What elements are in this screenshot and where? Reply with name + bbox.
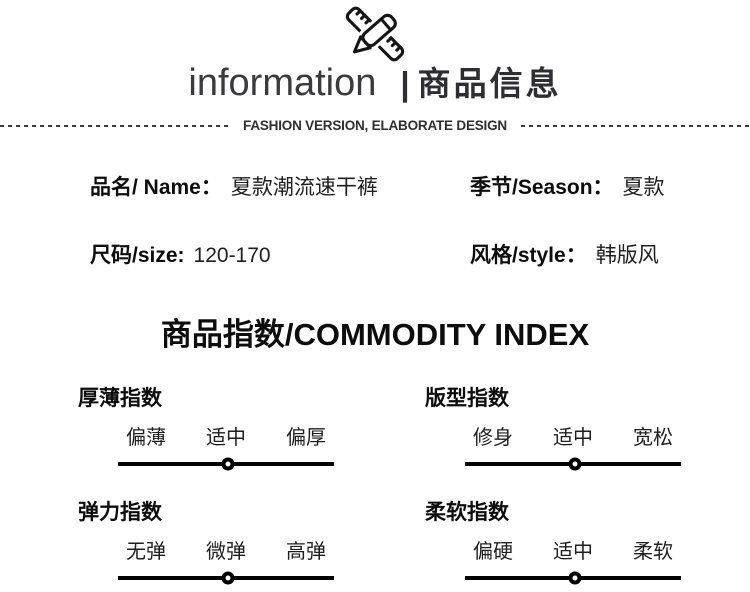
- index-elasticity-scale: 无弹 微弹 高弹: [118, 535, 334, 585]
- slider-track: [465, 457, 681, 471]
- slider-track: [118, 457, 334, 471]
- scale-option: 偏硬: [473, 541, 513, 563]
- index-elasticity-title: 弹力指数: [78, 501, 162, 524]
- field-size: 尺码/size: 120-170: [90, 239, 470, 269]
- slider-marker: [221, 457, 235, 471]
- pencil-and-ruler-icon: [0, 0, 750, 62]
- index-softness-scale: 偏硬 适中 柔软: [465, 535, 681, 585]
- scale-option: 偏薄: [126, 427, 166, 449]
- scale-option: 无弹: [126, 541, 166, 563]
- title-separator: |: [400, 65, 410, 102]
- field-style-value: 韩版风: [595, 244, 659, 267]
- slider-track: [118, 571, 334, 585]
- section-title: 商品指数/COMMODITY INDEX: [160, 317, 590, 352]
- index-cell-fit: 版型指数 修身 适中 宽松: [425, 382, 750, 471]
- field-name: 品名/ Name： 夏款潮流速干裤: [90, 171, 470, 201]
- scale-option: 宽松: [633, 427, 673, 449]
- scale-labels: 修身 适中 宽松: [465, 421, 681, 450]
- field-season-label: 季节/Season：: [470, 176, 614, 199]
- index-cell-elasticity: 弹力指数 无弹 微弹 高弹: [78, 496, 425, 585]
- field-season-value: 夏款: [622, 176, 665, 199]
- slider-marker: [221, 571, 235, 585]
- commodity-index-grid: 厚薄指数 偏薄 适中 偏厚 版型指数 修身 适中 宽松: [0, 382, 750, 585]
- field-style-label: 风格/style：: [470, 244, 587, 267]
- scale-labels: 偏薄 适中 偏厚: [118, 421, 334, 450]
- scale-option: 柔软: [633, 541, 673, 563]
- field-size-label: 尺码/size:: [90, 244, 185, 267]
- scale-option: 适中: [553, 541, 593, 563]
- scale-option: 适中: [206, 427, 246, 449]
- field-style: 风格/style： 韩版风: [470, 239, 750, 269]
- slider-track: [465, 571, 681, 585]
- index-cell-thickness: 厚薄指数 偏薄 适中 偏厚: [78, 382, 425, 471]
- field-name-value: 夏款潮流速干裤: [230, 176, 378, 199]
- index-thickness-title: 厚薄指数: [78, 387, 162, 410]
- tagline-text: FASHION VERSION, ELABORATE DESIGN: [243, 118, 507, 133]
- scale-option: 偏厚: [286, 427, 326, 449]
- scale-option: 修身: [473, 427, 513, 449]
- title-english: information: [188, 62, 377, 104]
- index-cell-softness: 柔软指数 偏硬 适中 柔软: [425, 496, 750, 585]
- index-fit-title: 版型指数: [425, 387, 509, 410]
- scale-labels: 无弹 微弹 高弹: [118, 535, 334, 564]
- divider-line-right: [520, 124, 750, 127]
- field-size-value: 120-170: [193, 244, 271, 267]
- pencil-and-ruler-svg: [345, 6, 405, 62]
- divider-line-left: [0, 124, 230, 127]
- slider-marker: [568, 571, 582, 585]
- page-title: information |商品信息: [0, 64, 750, 102]
- scale-option: 高弹: [286, 541, 326, 563]
- index-thickness-scale: 偏薄 适中 偏厚: [118, 421, 334, 471]
- scale-option: 微弹: [206, 541, 246, 563]
- index-softness-title: 柔软指数: [425, 501, 509, 524]
- field-name-label: 品名/ Name：: [90, 176, 222, 199]
- title-chinese: 商品信息: [417, 65, 562, 102]
- scale-option: 适中: [553, 427, 593, 449]
- field-season: 季节/Season： 夏款: [470, 171, 750, 201]
- scale-labels: 偏硬 适中 柔软: [465, 535, 681, 564]
- product-info-grid: 品名/ Name： 夏款潮流速干裤 季节/Season： 夏款 尺码/size: 12…: [0, 171, 750, 269]
- tagline-divider: FASHION VERSION, ELABORATE DESIGN: [0, 118, 750, 133]
- slider-marker: [568, 457, 582, 471]
- index-fit-scale: 修身 适中 宽松: [465, 421, 681, 471]
